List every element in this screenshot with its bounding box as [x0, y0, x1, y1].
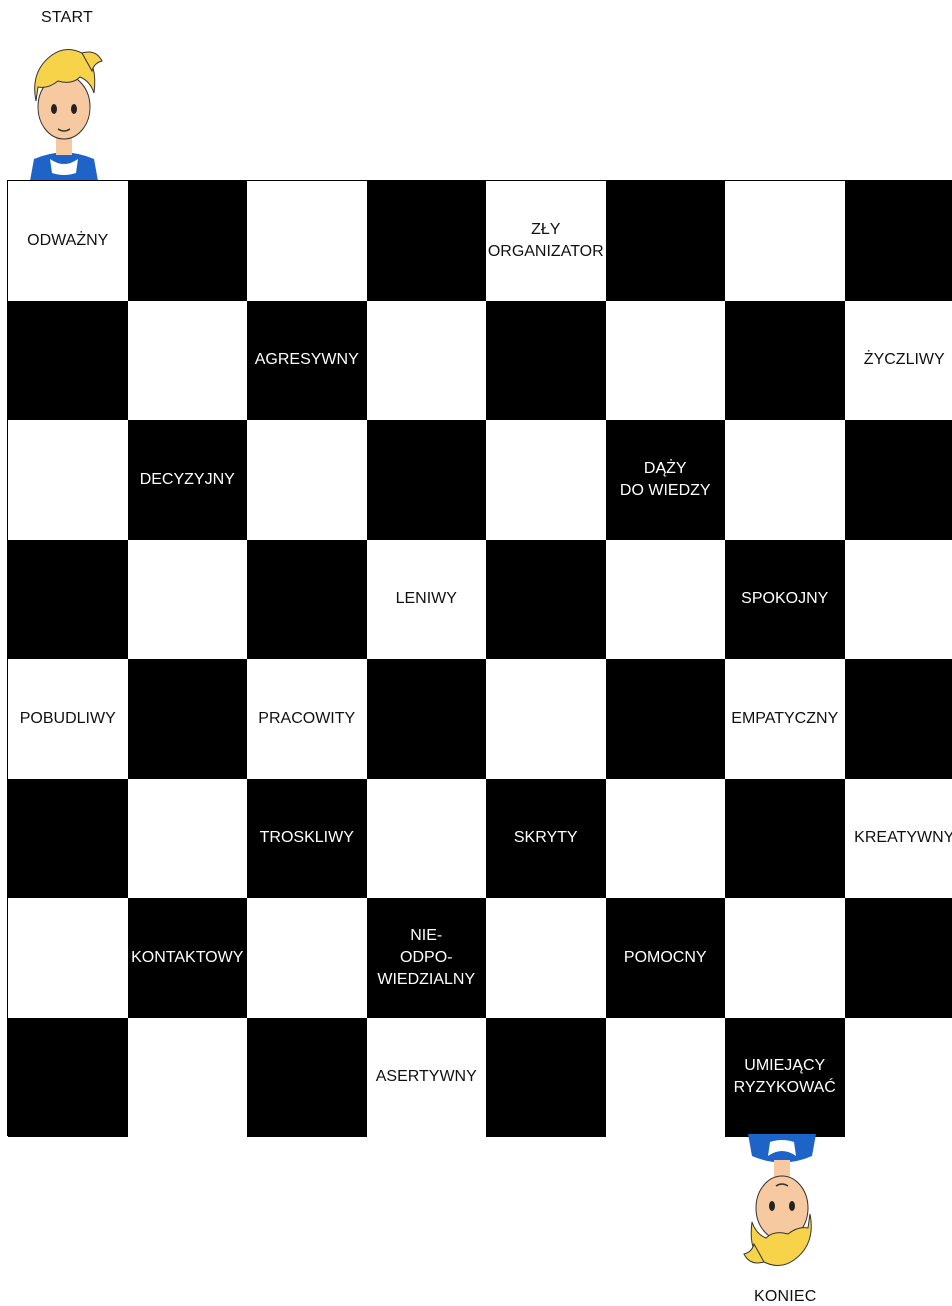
board-cell[interactable]: EMPATYCZNY [725, 659, 845, 779]
board-cell[interactable] [486, 301, 606, 421]
board-cell[interactable] [486, 1018, 606, 1138]
game-board: ODWAŻNY ZŁY ORGANIZATOR AGRESYWNY ŻYCZLIWY D… [7, 180, 952, 1136]
board-cell[interactable] [8, 301, 128, 421]
board-cell[interactable]: LENIWY [367, 540, 487, 660]
board-cell[interactable] [367, 301, 487, 421]
board-cell[interactable] [486, 898, 606, 1018]
start-label: START [41, 9, 93, 27]
end-label: KONIEC [754, 1288, 817, 1306]
board-cell[interactable] [606, 779, 726, 899]
board-cell[interactable] [8, 420, 128, 540]
board-cell[interactable]: ZŁY ORGANIZATOR [486, 181, 606, 301]
board-cell[interactable] [128, 181, 248, 301]
board-cell[interactable] [606, 659, 726, 779]
board-cell[interactable]: ODWAŻNY [8, 181, 128, 301]
board-cell[interactable] [367, 181, 487, 301]
board-cell[interactable] [128, 659, 248, 779]
board-cell[interactable] [8, 540, 128, 660]
board-cell[interactable] [606, 181, 726, 301]
board-cell[interactable] [725, 420, 845, 540]
board-cell[interactable] [486, 659, 606, 779]
board-cell[interactable]: POMOCNY [606, 898, 726, 1018]
board-cell[interactable] [606, 301, 726, 421]
board-cell[interactable]: DECYZYJNY [128, 420, 248, 540]
board-cell[interactable] [367, 420, 487, 540]
board-cell[interactable]: AGRESYWNY [247, 301, 367, 421]
board-cell[interactable]: DĄŻY DO WIEDZY [606, 420, 726, 540]
board-cell[interactable] [845, 181, 952, 301]
board-cell[interactable] [606, 1018, 726, 1138]
board-cell[interactable] [845, 1018, 952, 1138]
boy-character-upside-down-icon [740, 1134, 824, 1274]
board-cell[interactable] [247, 1018, 367, 1138]
board-cell[interactable]: POBUDLIWY [8, 659, 128, 779]
board-cell[interactable] [247, 420, 367, 540]
board-cell[interactable]: SPOKOJNY [725, 540, 845, 660]
board-cell[interactable] [725, 181, 845, 301]
board-cell[interactable]: ŻYCZLIWY [845, 301, 952, 421]
board-cell[interactable] [247, 181, 367, 301]
board-cell[interactable] [845, 898, 952, 1018]
board-cell[interactable] [725, 898, 845, 1018]
board-cell[interactable] [486, 540, 606, 660]
board-cell[interactable]: KONTAKTOWY [128, 898, 248, 1018]
board-cell[interactable] [845, 659, 952, 779]
board-cell[interactable] [486, 420, 606, 540]
board-cell[interactable] [367, 659, 487, 779]
board-cell[interactable] [845, 540, 952, 660]
board-cell[interactable] [128, 779, 248, 899]
boy-character-icon [22, 41, 106, 181]
board-cell[interactable]: KREATYWNY [845, 779, 952, 899]
board-cell[interactable] [367, 779, 487, 899]
board-cell[interactable] [128, 301, 248, 421]
board-cell[interactable] [725, 301, 845, 421]
board-cell[interactable] [128, 540, 248, 660]
board-cell[interactable] [8, 898, 128, 1018]
board-cell[interactable] [247, 540, 367, 660]
board-cell[interactable] [8, 1018, 128, 1138]
board-cell[interactable]: UMIEJĄCY RYZYKOWAĆ [725, 1018, 845, 1138]
board-cell[interactable]: SKRYTY [486, 779, 606, 899]
board-cell[interactable]: ASERTYWNY [367, 1018, 487, 1138]
board-cell[interactable] [247, 898, 367, 1018]
board-cell[interactable]: NIE- ODPO- WIEDZIALNY [367, 898, 487, 1018]
board-cell[interactable]: PRACOWITY [247, 659, 367, 779]
board-cell[interactable]: TROSKLIWY [247, 779, 367, 899]
board-cell[interactable] [725, 779, 845, 899]
board-cell[interactable] [845, 420, 952, 540]
board-cell[interactable] [606, 540, 726, 660]
board-cell[interactable] [128, 1018, 248, 1138]
board-cell[interactable] [8, 779, 128, 899]
